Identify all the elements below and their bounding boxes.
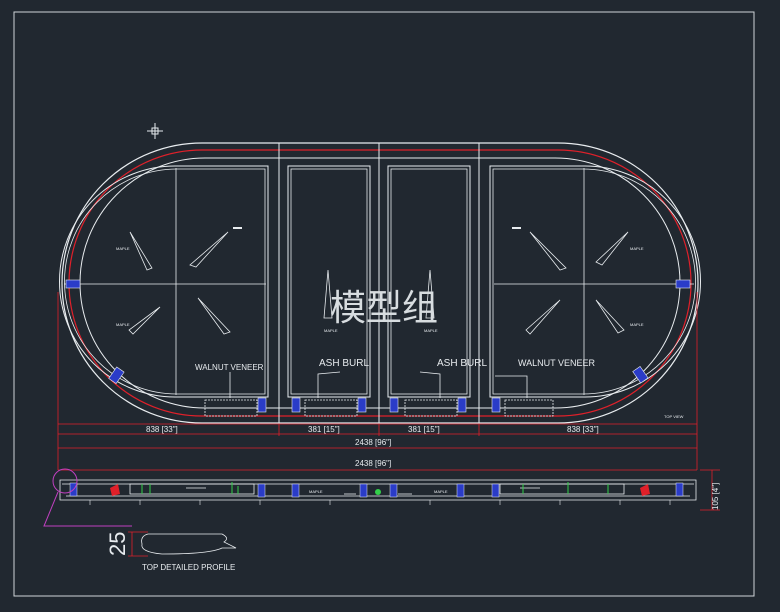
label-maple: MAPLE: [424, 328, 438, 333]
label-maple: MAPLE: [630, 322, 644, 327]
detail-leader: [43, 491, 132, 527]
label-ash-left: ASH BURL: [319, 358, 369, 369]
label-maple: MAPLE: [324, 328, 338, 333]
rail-red-line: [68, 149, 692, 417]
carving-left: [204, 399, 258, 417]
panel-center-left: [287, 165, 371, 398]
label-maple: MAPLE: [630, 246, 644, 251]
carving-center-right: [404, 399, 458, 417]
label-maple: MAPLE: [309, 489, 323, 494]
panel-left: [59, 165, 269, 398]
label-ash-right: ASH BURL: [437, 358, 487, 369]
watermark-text: 模型组: [330, 288, 438, 329]
dim-total-side: 2438 [96"]: [355, 459, 391, 468]
ucs-crosshair-icon: [147, 123, 163, 139]
dim-seg-right: 838 [33"]: [567, 425, 599, 434]
dim-profile: 25: [105, 532, 130, 556]
dim-seg-mid-left: 381 [15"]: [308, 425, 340, 434]
panel-right: [489, 165, 701, 398]
inner-play-line: [79, 157, 681, 409]
table-side-view: [59, 479, 697, 505]
dim-seg-left: 838 [33"]: [146, 425, 178, 434]
label-walnut-right: WALNUT VENEER: [518, 358, 596, 368]
hardware-pins: [65, 279, 691, 413]
dim-height: 105 [4"]: [711, 483, 720, 510]
table-top-view: [59, 142, 701, 424]
detail-callout-circle: [52, 468, 78, 494]
dim-total-top: 2438 [96"]: [355, 438, 391, 447]
label-profile-caption: TOP DETAILED PROFILE: [142, 563, 235, 572]
dim-seg-mid-right: 381 [15"]: [408, 425, 440, 434]
label-maple: MAPLE: [116, 246, 130, 251]
dimension-lines-top: [57, 292, 720, 511]
panel-center-right: [387, 165, 471, 398]
outer-rim: [61, 142, 699, 424]
label-walnut-left: WALNUT VENEER: [195, 363, 264, 372]
label-top-view: TOP VIEW: [664, 414, 684, 419]
carving-right: [504, 399, 554, 417]
sheet-border: [13, 11, 755, 597]
label-maple: MAPLE: [434, 489, 448, 494]
carving-center-left: [304, 399, 358, 417]
label-maple: MAPLE: [116, 322, 130, 327]
profile-detail: [128, 531, 237, 557]
